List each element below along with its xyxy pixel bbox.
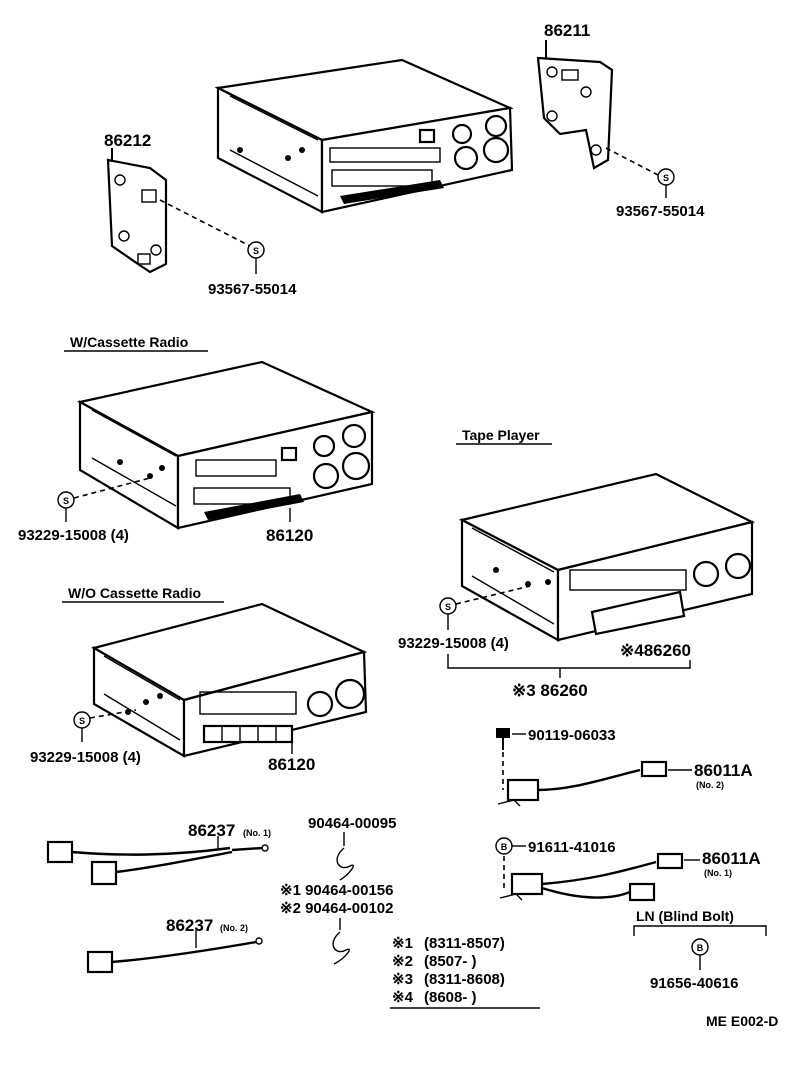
- label-86212: 86212: [104, 131, 151, 150]
- harness-86011a-no2: [497, 760, 668, 807]
- label-86120-cassette: 86120: [266, 526, 313, 545]
- bracket-86260: [447, 654, 691, 669]
- label-blind-bolt-ref: 91611-41016: [528, 839, 616, 856]
- label-clamp-b: ※1 90464-00156: [280, 882, 394, 899]
- label-blind-bolt: 91656-40616: [650, 975, 738, 992]
- leader-screw-no-cassette: [89, 709, 137, 719]
- marker-b-blind-bolt: B: [691, 938, 709, 956]
- label-86011a-no2-sub: (No. 2): [696, 780, 724, 790]
- legend-range-4: (8608- ): [424, 989, 477, 1006]
- label-86237-no2: 86237: [166, 916, 213, 935]
- screw-marker-no-cassette: S: [73, 711, 91, 729]
- label-86260-a: ※486260: [620, 641, 691, 660]
- bracket-86211: [536, 40, 614, 170]
- legend-mark-3: ※3: [392, 971, 413, 988]
- top-radio-unit: [214, 58, 514, 214]
- label-86237-no1: 86237: [188, 821, 235, 840]
- svg-text:S: S: [445, 602, 451, 612]
- harness-86011a-no1: [499, 852, 684, 902]
- svg-text:S: S: [79, 716, 85, 726]
- screw-marker-cassette: S: [57, 491, 75, 509]
- svg-text:S: S: [63, 496, 69, 506]
- leader-screw-cassette: [73, 477, 151, 499]
- cord-86237-no2: [86, 937, 263, 974]
- clamp-90464-00156: [332, 931, 350, 965]
- svg-text:B: B: [697, 943, 704, 953]
- screw-marker-right: S: [657, 168, 675, 186]
- label-screw-cassette: 93229-15008 (4): [18, 527, 129, 544]
- label-86011a-no1-sub: (No. 1): [704, 868, 732, 878]
- date-legend: ※1 (8311-8507) ※2 (8507- ) ※3 (8311-8608…: [390, 935, 540, 1009]
- label-86011a-no1: 86011A: [702, 849, 761, 868]
- legend-range-2: (8507- ): [424, 953, 477, 970]
- label-screw-right: 93567-55014: [616, 203, 705, 220]
- bolt-90119: [496, 728, 510, 750]
- label-clamp-a: 90464-00095: [308, 815, 396, 832]
- label-screw-tape: 93229-15008 (4): [398, 635, 509, 652]
- label-86120-no-cassette: 86120: [268, 755, 315, 774]
- label-86260-b: ※3 86260: [512, 681, 588, 700]
- screw-marker-tape: S: [439, 597, 457, 615]
- cord-86237-no1: [46, 840, 269, 886]
- label-86237-no2-sub: (No. 2): [220, 923, 248, 933]
- clamp-90464-00095: [336, 847, 354, 881]
- heading-without-cassette: W/O Cassette Radio: [68, 585, 201, 601]
- tape-player-unit: [458, 472, 756, 642]
- heading-blind-bolt: LN (Blind Bolt): [636, 908, 734, 924]
- no-cassette-radio-unit: [91, 602, 368, 758]
- label-86011a-no2: 86011A: [694, 761, 753, 780]
- marker-b-ref: B: [495, 837, 513, 855]
- leader-screw-right: [605, 147, 661, 177]
- screw-marker-left: S: [247, 241, 265, 259]
- label-screw-no-cassette: 93229-15008 (4): [30, 749, 141, 766]
- diagram-code: ME E002-D: [706, 1013, 778, 1029]
- svg-text:S: S: [253, 246, 259, 256]
- label-screw-left: 93567-55014: [208, 281, 297, 298]
- svg-text:B: B: [501, 842, 508, 852]
- legend-mark-2: ※2: [392, 953, 413, 970]
- bracket-86212: [106, 148, 168, 274]
- heading-tape-player: Tape Player: [462, 427, 540, 443]
- legend-mark-1: ※1: [392, 935, 413, 952]
- legend-range-1: (8311-8507): [424, 935, 505, 952]
- label-bolt: 90119-06033: [528, 727, 616, 744]
- legend-mark-4: ※4: [392, 989, 414, 1006]
- heading-with-cassette: W/Cassette Radio: [70, 334, 188, 350]
- label-86237-no1-sub: (No. 1): [243, 828, 271, 838]
- cassette-radio-unit: [76, 360, 376, 530]
- label-clamp-c: ※2 90464-00102: [280, 900, 394, 917]
- bracket-blind-bolt: [633, 925, 767, 936]
- leader-screw-tape: [455, 585, 531, 605]
- legend-range-3: (8311-8608): [424, 971, 505, 988]
- svg-text:S: S: [663, 173, 669, 183]
- label-86211: 86211: [544, 21, 590, 40]
- leader-screw-left: [159, 199, 251, 247]
